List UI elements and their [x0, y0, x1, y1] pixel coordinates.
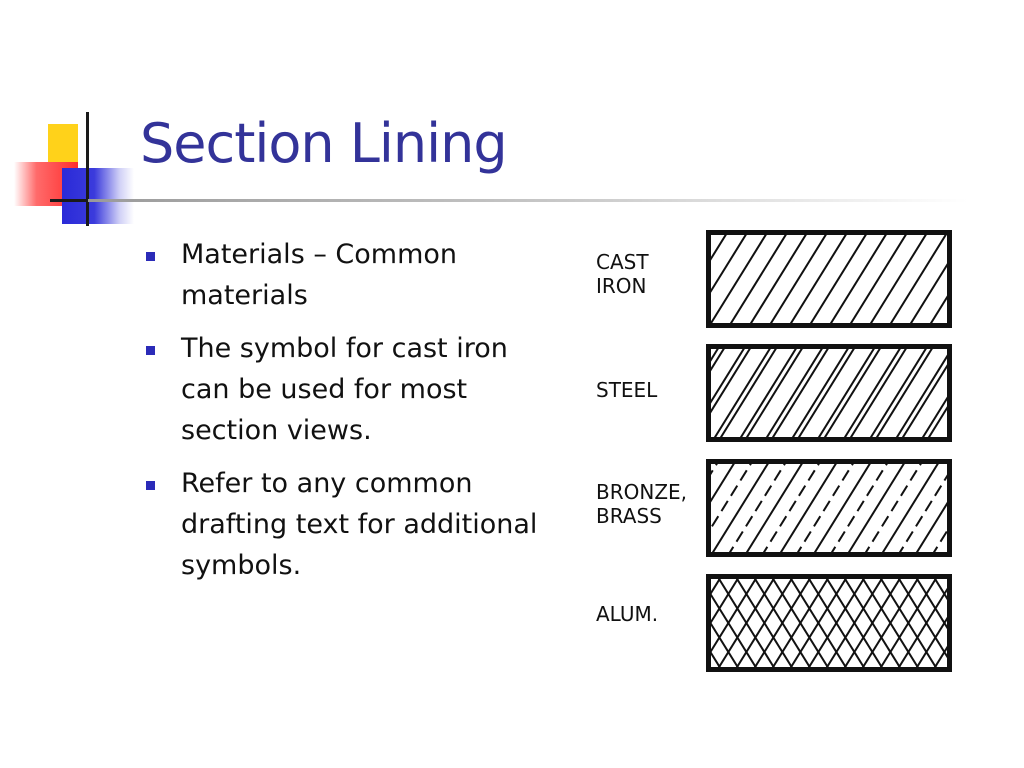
hatch-line	[734, 577, 795, 669]
hatch-line	[812, 462, 873, 554]
hatch-line	[920, 393, 949, 439]
hatch-line	[829, 462, 890, 554]
hatch-line	[816, 347, 877, 439]
decorative-squares-logo	[0, 0, 150, 240]
bullet-text: The symbol for cast iron can be used for…	[181, 333, 508, 446]
hatch-line	[932, 642, 949, 669]
hatch-line	[744, 462, 805, 554]
hatch-line	[709, 347, 747, 407]
hatch-line	[822, 347, 883, 439]
hatch-pattern-cast-iron	[706, 230, 952, 328]
hatch-line	[828, 233, 889, 325]
hatch-line	[716, 577, 777, 669]
hatch-line	[874, 347, 935, 439]
hatch-line	[709, 233, 749, 297]
hatch-line	[709, 347, 727, 375]
square-bullet-icon	[146, 346, 155, 355]
bullet-text: Refer to any common drafting text for ad…	[181, 468, 538, 581]
hatch-line	[764, 347, 825, 439]
bullet-item: Materials – Common materials	[144, 234, 564, 316]
hatch-line	[709, 618, 741, 669]
hatch-line	[761, 462, 822, 554]
material-label-aluminum: ALUM.	[596, 602, 659, 626]
hatch-line	[931, 526, 949, 554]
bullet-item: Refer to any common drafting text for ad…	[144, 463, 564, 586]
hatch-line	[709, 589, 759, 669]
hatch-line	[900, 361, 949, 439]
hatch-line	[878, 577, 939, 669]
hatch-line	[894, 351, 949, 439]
hatch-line	[718, 347, 779, 439]
slide-title: Section Lining	[140, 112, 508, 175]
hatch-line	[709, 647, 723, 669]
hatch-line	[863, 462, 924, 554]
hatch-line	[790, 347, 851, 439]
hatch-line	[842, 577, 903, 669]
hatch-line	[926, 403, 949, 439]
hatch-line	[860, 577, 921, 669]
bullet-list: Materials – Common materials The symbol …	[144, 234, 564, 598]
material-label-steel: STEEL	[596, 378, 658, 402]
hatch-line	[888, 233, 949, 325]
hatch-line	[846, 462, 907, 554]
hatch-line	[842, 347, 903, 439]
hatch-line	[914, 613, 949, 669]
bullet-item: The symbol for cast iron can be used for…	[144, 328, 564, 451]
hatch-line	[914, 577, 949, 633]
hatch-line	[744, 347, 805, 439]
hatch-line	[868, 347, 929, 439]
hatch-line	[788, 577, 849, 669]
logo-vertical-line	[86, 112, 89, 226]
hatch-line	[788, 233, 849, 325]
hatch-line	[795, 462, 856, 554]
hatch-swatch-bronze-brass	[706, 459, 952, 557]
hatch-line	[709, 233, 729, 264]
square-bullet-icon	[146, 481, 155, 490]
title-underline	[88, 199, 968, 202]
hatch-swatch-cast-iron	[706, 230, 952, 328]
hatch-line	[908, 259, 949, 325]
hatch-pattern-aluminum	[706, 574, 952, 672]
hatch-line	[770, 577, 831, 669]
hatch-line	[778, 462, 839, 554]
hatch-line	[748, 233, 809, 325]
hatch-line	[880, 462, 941, 554]
hatch-line	[848, 233, 909, 325]
hatch-line	[709, 462, 737, 506]
hatch-line	[709, 462, 754, 534]
hatch-line	[796, 347, 857, 439]
hatch-swatch-steel	[706, 344, 952, 442]
bullet-text: Materials – Common materials	[181, 239, 458, 311]
material-symbols-figure: CAST IRON STEEL BRONZE, BRASS AL	[596, 230, 956, 675]
hatch-line	[932, 577, 949, 604]
hatch-line	[808, 233, 869, 325]
hatch-line	[868, 233, 929, 325]
hatch-line	[752, 577, 813, 669]
hatch-line	[768, 233, 829, 325]
hatch-line	[896, 577, 949, 662]
hatch-pattern-bronze-brass	[706, 459, 952, 557]
hatch-line	[709, 347, 753, 417]
hatch-line	[712, 347, 773, 439]
hatch-pattern-steel	[706, 344, 952, 442]
logo-horizontal-line	[50, 199, 124, 202]
hatch-line	[709, 577, 723, 599]
material-label-cast-iron: CAST IRON	[596, 250, 649, 298]
blue-square	[62, 168, 134, 224]
hatch-line	[770, 347, 831, 439]
hatch-swatch-aluminum	[706, 574, 952, 672]
hatch-line	[727, 462, 788, 554]
material-label-bronze-brass: BRONZE, BRASS	[596, 480, 688, 528]
hatch-line	[824, 577, 885, 669]
hatch-line	[914, 498, 949, 554]
hatch-line	[806, 577, 867, 669]
hatch-line	[709, 233, 769, 325]
hatch-line	[848, 347, 909, 439]
hatch-line	[710, 462, 771, 554]
hatch-line	[728, 233, 789, 325]
square-bullet-icon	[146, 252, 155, 261]
hatch-line	[738, 347, 799, 439]
hatch-line	[928, 292, 949, 325]
